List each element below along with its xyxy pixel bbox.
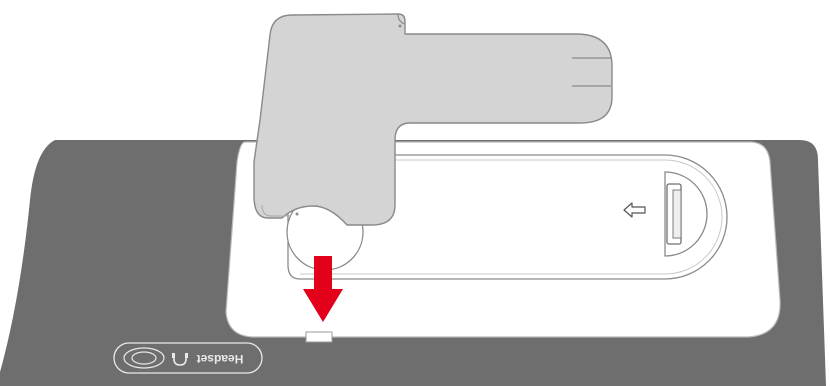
stand-dot-top: [398, 24, 402, 28]
cartridge-bay-inner-edge: [300, 159, 723, 275]
stand-bottom-edge: [261, 204, 290, 217]
bottom-slot: [305, 331, 333, 343]
release-latch-notch: [672, 189, 682, 239]
stand-piece: [253, 13, 613, 226]
headset-port: Headset: [113, 342, 263, 374]
arrow-left-icon: [623, 202, 646, 218]
arrow-down-icon: [303, 256, 343, 322]
stand-top-notch: [397, 13, 406, 25]
headset-icon: [172, 353, 188, 366]
headset-jack-outer: [123, 347, 165, 369]
headset-label: Headset: [197, 352, 244, 366]
headset-jack-inner: [131, 351, 157, 365]
stand-dot-bottom: [295, 212, 299, 216]
headset-port-plate: [113, 342, 263, 374]
